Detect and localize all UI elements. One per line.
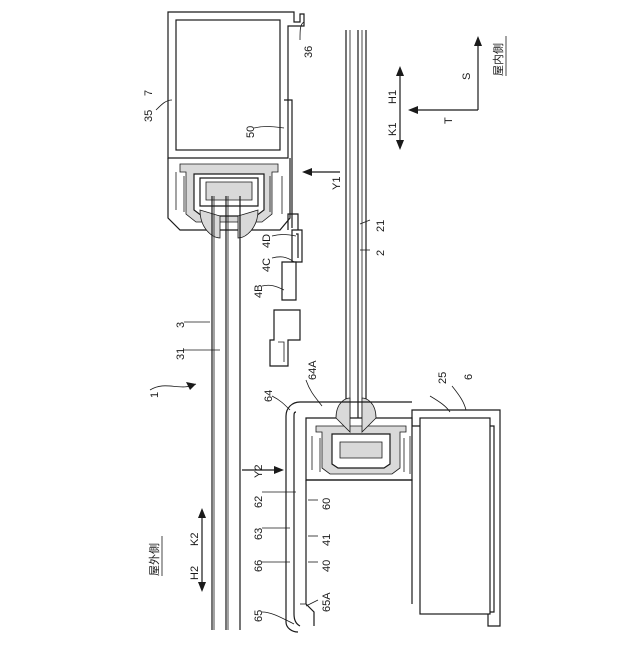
label-1: 1 — [149, 392, 161, 398]
stile-parts-4 — [270, 230, 302, 366]
glass-pane-2 — [346, 30, 366, 420]
label-h1: H1 — [387, 90, 399, 104]
glass-pane-3 — [212, 196, 240, 630]
label-65: 65 — [253, 610, 265, 622]
label-35: 35 — [143, 110, 155, 122]
label-31: 31 — [175, 348, 187, 360]
label-25: 25 — [437, 372, 449, 384]
label-63: 63 — [253, 528, 265, 540]
label-4d: 4D — [261, 234, 273, 248]
label-62: 62 — [253, 496, 265, 508]
label-y1: Y1 — [331, 177, 343, 190]
label-outdoor-side: 屋外側 — [148, 543, 161, 576]
label-65a: 65A — [321, 592, 333, 612]
label-64a: 64A — [307, 360, 319, 380]
label-2: 2 — [375, 250, 387, 256]
label-6: 6 — [463, 374, 475, 380]
lower-frame-6 — [306, 398, 500, 626]
label-21: 21 — [375, 220, 387, 232]
label-50: 50 — [245, 126, 257, 138]
label-41: 41 — [321, 534, 333, 546]
label-s: S — [461, 73, 473, 80]
upper-frame-7 — [168, 12, 304, 238]
label-h2: H2 — [189, 566, 201, 580]
label-7: 7 — [143, 90, 155, 96]
label-t: T — [443, 117, 455, 124]
label-k1: K1 — [387, 123, 399, 136]
label-36: 36 — [303, 46, 315, 58]
label-k2: K2 — [189, 533, 201, 546]
label-y2: Y2 — [253, 465, 265, 478]
label-4b: 4B — [253, 285, 265, 298]
label-4c: 4C — [261, 258, 273, 272]
label-indoor-side: 屋内側 — [491, 43, 505, 76]
label-3: 3 — [175, 322, 187, 328]
label-40: 40 — [321, 560, 333, 572]
label-66: 66 — [253, 560, 265, 572]
label-60: 60 — [321, 498, 333, 510]
label-64: 64 — [263, 390, 275, 402]
